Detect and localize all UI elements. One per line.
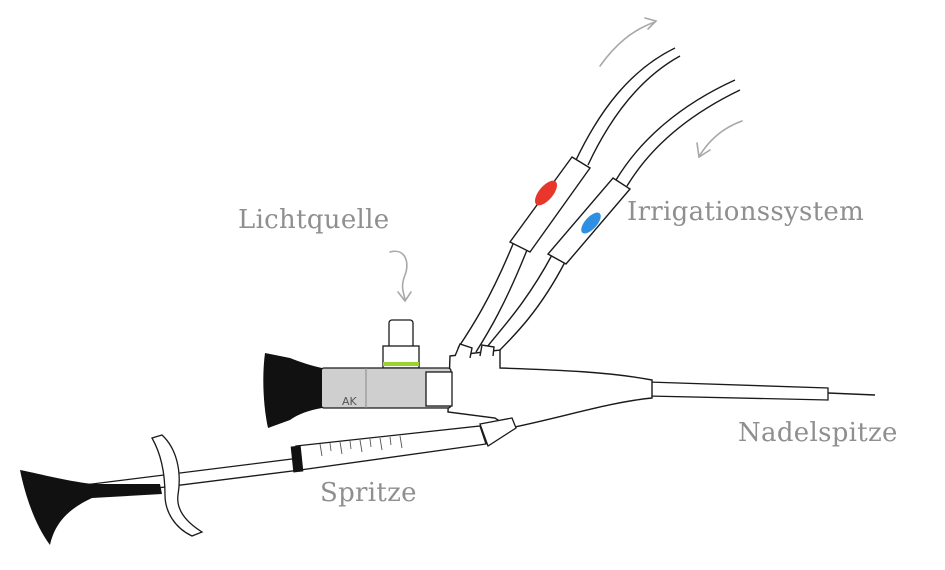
syringe-seal	[290, 445, 304, 473]
inflow-tube-upper-a	[615, 79, 736, 181]
light-source-label: Lichtquelle	[238, 205, 390, 235]
syringe-finger-flange	[151, 434, 204, 537]
irrigation-label: Irrigationssystem	[627, 197, 865, 227]
inflow-tube-upper-b	[626, 89, 741, 187]
light-arrow	[389, 250, 408, 301]
inflow-tube-inner	[495, 261, 566, 355]
outflow-valve	[508, 156, 592, 253]
light-port	[382, 319, 420, 369]
syringe-hub	[479, 417, 517, 447]
outflow-tube-outer	[457, 243, 514, 349]
inflow-valve	[546, 177, 632, 265]
syringe	[20, 417, 517, 545]
syringe-graduations	[319, 435, 403, 457]
syringe-barrel	[295, 425, 487, 471]
syringe-label: Spritze	[320, 478, 417, 508]
eyepiece	[263, 353, 322, 428]
light-port-ring	[383, 362, 419, 366]
outflow-valve-marker	[534, 180, 558, 206]
irrigation-tubes	[457, 47, 741, 355]
inflow-tube-outer	[482, 254, 553, 353]
inflow-arrowhead	[696, 142, 711, 159]
inflow-valve-marker	[581, 212, 601, 234]
inflow-arrow	[699, 120, 743, 156]
syringe-thumb-pad	[20, 470, 162, 545]
scope-body: AK	[320, 367, 453, 409]
shaft-body	[447, 343, 653, 429]
outflow-arrow	[599, 21, 656, 67]
flow-arrows	[389, 17, 743, 303]
outflow-tube-inner	[475, 249, 528, 353]
outflow-tube-upper-a	[575, 47, 676, 161]
needle	[647, 381, 876, 401]
outflow-arrowhead	[644, 17, 658, 30]
needle-tip-label: Nadelspitze	[738, 418, 898, 448]
scope-marking: AK	[342, 395, 358, 408]
light-arrowhead	[397, 291, 412, 303]
outflow-tube-upper-b	[587, 55, 681, 166]
